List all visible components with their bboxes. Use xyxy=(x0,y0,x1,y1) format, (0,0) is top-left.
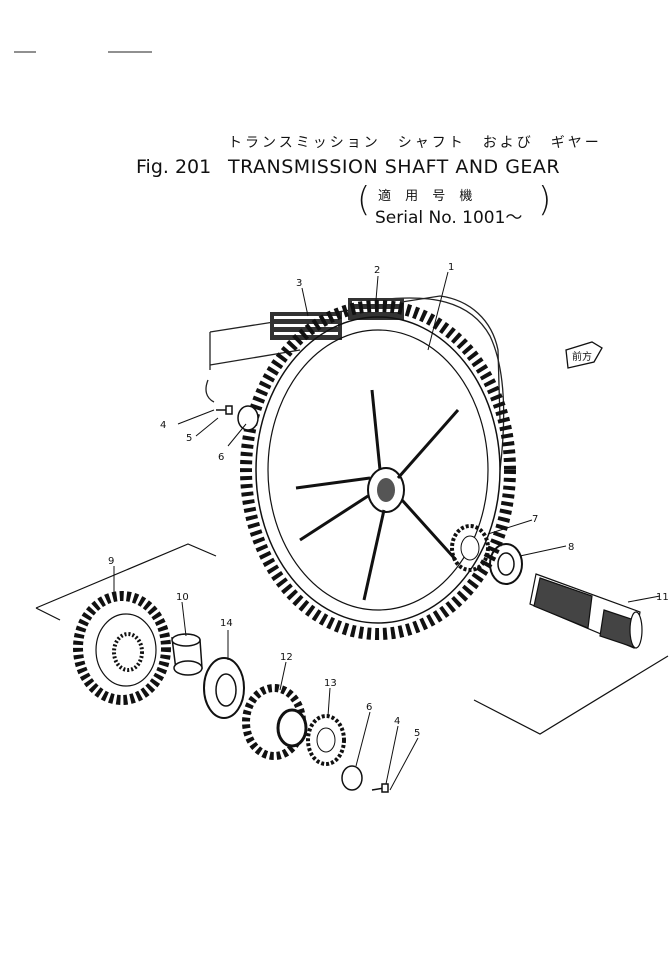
plate-6-lower xyxy=(341,765,363,791)
callout-4-upper: 4 xyxy=(160,420,166,431)
figure-title: TRANSMISSION SHAFT AND GEAR xyxy=(228,156,561,178)
bolt-4-lower xyxy=(371,783,389,793)
figure-number: Fig. 201 xyxy=(136,156,212,178)
callout-1: 1 xyxy=(448,262,454,273)
left-bracket: ( xyxy=(357,180,371,220)
svg-text:前方: 前方 xyxy=(572,350,592,363)
plate-6-upper xyxy=(237,405,259,431)
sleeve-10 xyxy=(171,633,203,676)
bolt-4-upper xyxy=(216,405,233,415)
callout-6-lower: 6 xyxy=(366,702,372,713)
callout-13: 13 xyxy=(324,678,337,689)
callout-5-lower: 5 xyxy=(414,728,420,739)
bearing-13 xyxy=(306,714,346,766)
callout-9: 9 xyxy=(108,556,114,567)
right-bracket: ) xyxy=(538,180,552,220)
applicability-japanese: 適 用 号 機 xyxy=(378,189,478,204)
gear-12 xyxy=(242,684,308,760)
seal-8 xyxy=(489,543,523,585)
thrust-washer-14 xyxy=(203,657,245,719)
leader-lines xyxy=(113,271,661,791)
serial-number: Serial No. 1001～ xyxy=(375,208,523,228)
transmission-case-outline xyxy=(205,295,505,471)
callout-5-upper: 5 xyxy=(186,433,192,444)
subassembly-frame-right xyxy=(473,655,669,735)
callout-10: 10 xyxy=(176,592,189,603)
gear-9 xyxy=(73,591,171,705)
japanese-title: トランスミッション シャフト および ギヤー xyxy=(228,135,602,151)
bearing-7 xyxy=(450,524,490,572)
front-direction-badge: 前方 xyxy=(565,341,603,369)
callout-2: 2 xyxy=(374,265,380,276)
callout-4-lower: 4 xyxy=(394,716,400,727)
callout-7: 7 xyxy=(532,514,538,525)
large-gear-1 xyxy=(240,300,516,640)
subassembly-frame-left xyxy=(35,543,217,621)
callout-3: 3 xyxy=(296,278,302,289)
callout-14: 14 xyxy=(220,618,233,629)
callout-8: 8 xyxy=(568,542,574,553)
callout-11: 11 xyxy=(656,592,669,603)
transmission-shaft-11 xyxy=(529,573,643,649)
callout-6-upper: 6 xyxy=(218,452,224,463)
callout-12: 12 xyxy=(280,652,293,663)
